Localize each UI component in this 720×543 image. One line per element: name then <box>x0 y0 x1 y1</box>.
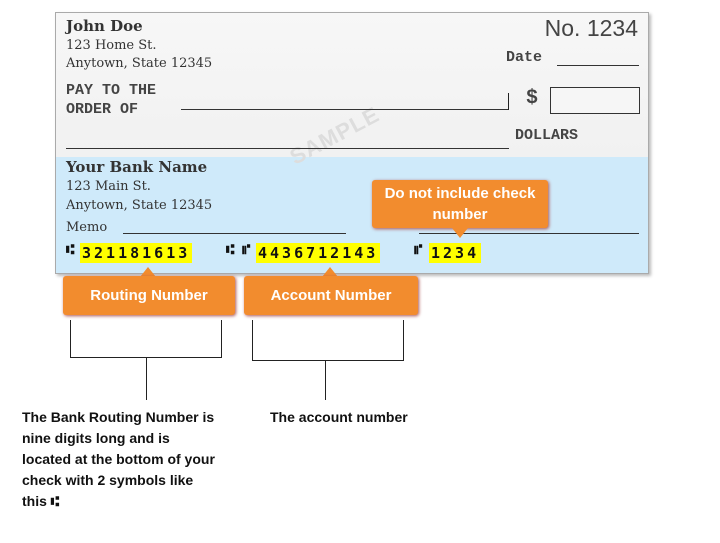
routing-note-line: located at the bottom of your <box>22 451 215 467</box>
callout-routing: Routing Number <box>63 276 235 315</box>
check-number-label: No. 1234 <box>544 15 638 41</box>
routing-note-line: The Bank Routing Number is <box>22 409 215 425</box>
signature-line <box>419 233 639 234</box>
callout-check-number-text: Do not include check number <box>384 185 536 223</box>
bank-street: 123 Main St. <box>66 179 151 194</box>
dollars-label: DOLLARS <box>515 127 579 144</box>
routing-note-line: check with 2 symbols like <box>22 472 194 488</box>
routing-symbol-right: ⑆ <box>226 242 235 258</box>
owner-city: Anytown, State 12345 <box>66 56 213 71</box>
callout-pointer <box>452 228 468 238</box>
routing-symbol-left: ⑆ <box>66 242 75 258</box>
pay-label-line1: PAY TO THE <box>66 82 157 99</box>
callout-account: Account Number <box>244 276 418 315</box>
account-number: 4436712143 <box>256 243 381 263</box>
amount-words-line <box>66 148 509 149</box>
routing-bracket <box>70 320 71 357</box>
account-symbol-right: ⑈ <box>414 242 423 258</box>
sample-check: SAMPLE John Doe 123 Home St. Anytown, St… <box>55 12 649 274</box>
owner-street: 123 Home St. <box>66 38 157 53</box>
pay-to-label: PAY TO THE ORDER OF <box>66 81 156 119</box>
callout-pointer <box>140 267 156 277</box>
owner-name: John Doe <box>66 17 143 35</box>
routing-note: The Bank Routing Number is nine digits l… <box>22 407 215 512</box>
routing-bracket-stem <box>146 357 147 400</box>
callout-pointer <box>322 267 338 277</box>
routing-bracket <box>221 320 222 357</box>
account-bracket <box>403 320 404 360</box>
payee-line-end <box>508 93 509 110</box>
date-line <box>557 65 639 66</box>
memo-line <box>123 233 346 234</box>
callout-check-number: Do not include check number <box>372 180 548 228</box>
account-bracket-stem <box>325 360 326 400</box>
routing-note-line: nine digits long and is <box>22 430 170 446</box>
bank-city: Anytown, State 12345 <box>66 198 213 213</box>
account-bracket <box>252 360 404 361</box>
payee-line <box>181 109 509 110</box>
routing-note-line: this ⑆ <box>22 493 60 509</box>
check-number-micr: 1234 <box>429 243 482 263</box>
amount-box <box>550 87 640 114</box>
pay-label-line2: ORDER OF <box>66 101 139 118</box>
account-bracket <box>252 320 253 360</box>
account-note: The account number <box>270 409 408 425</box>
account-symbol-left: ⑈ <box>242 242 251 258</box>
date-label: Date <box>506 49 543 66</box>
dollar-sign: $ <box>526 87 539 110</box>
memo-label: Memo <box>66 220 108 235</box>
routing-number: 321181613 <box>80 243 193 263</box>
bank-name: Your Bank Name <box>66 158 208 176</box>
